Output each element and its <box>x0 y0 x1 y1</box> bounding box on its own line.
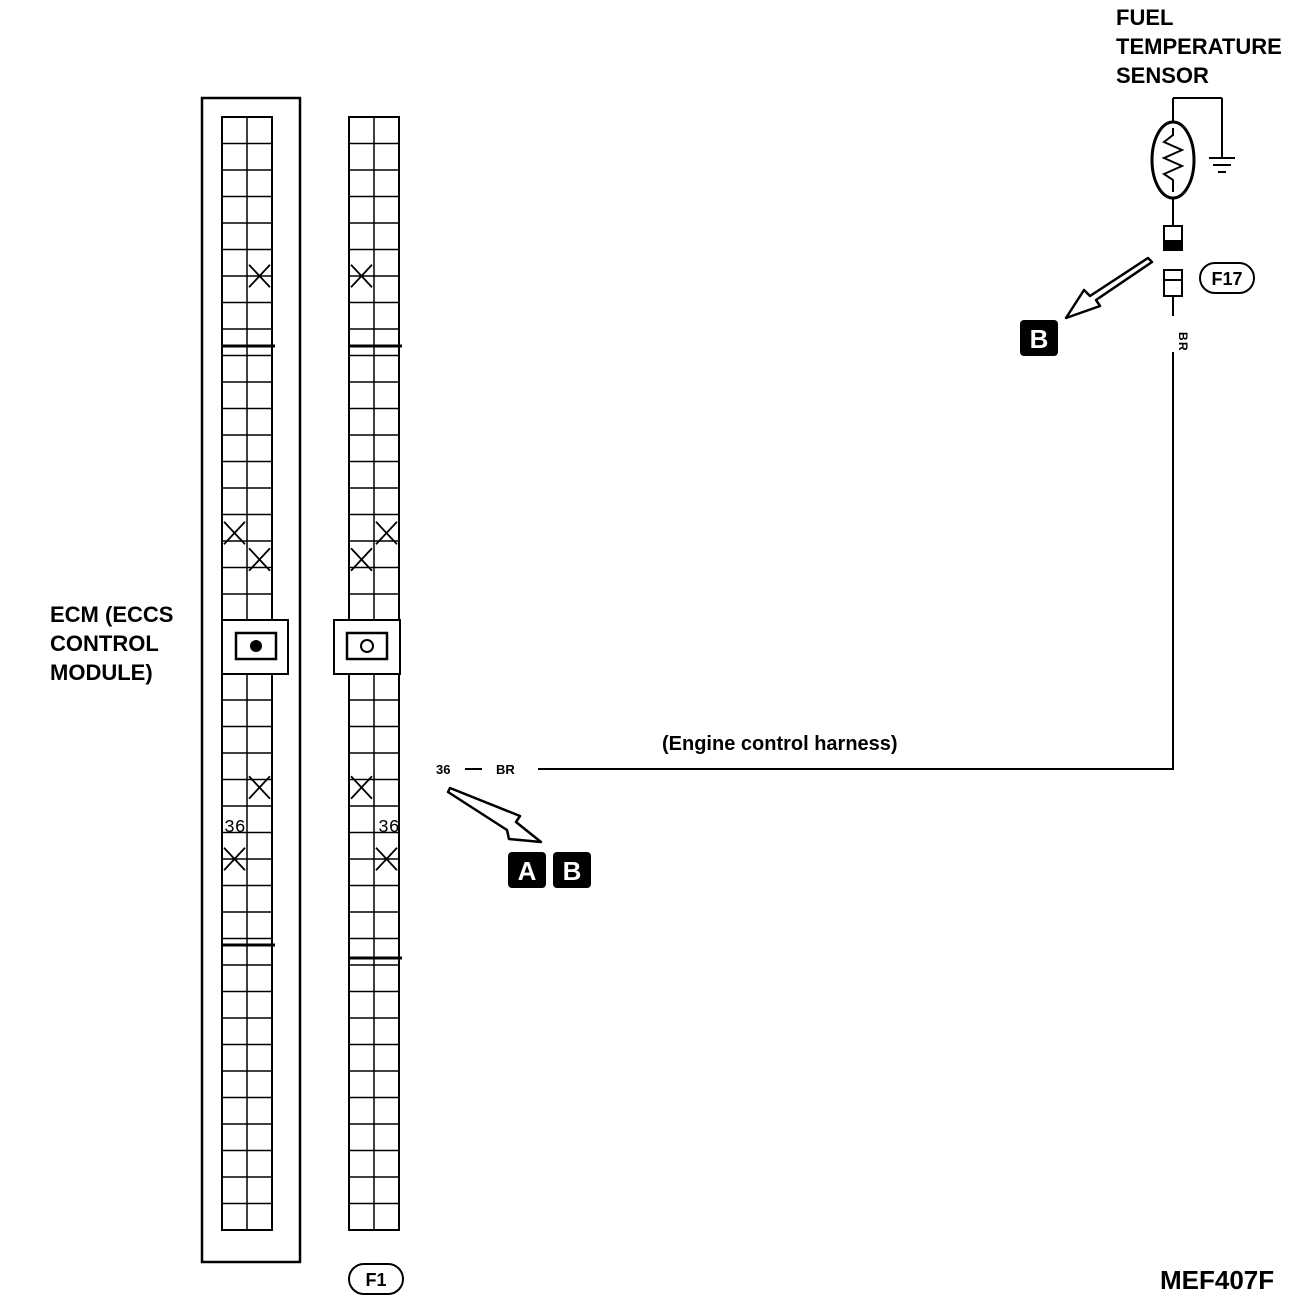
thermistor-icon <box>1150 97 1222 226</box>
ecm-label-line-1: ECM (ECCS <box>50 602 173 627</box>
ground-icon <box>1209 98 1235 173</box>
connector-lock-open-icon <box>333 619 401 675</box>
ecm-cavity-plug-icon <box>223 847 246 871</box>
sensor-connector-female <box>1163 269 1183 297</box>
f17-connector-label: F17 <box>1211 269 1242 289</box>
f1-connector-label: F1 <box>365 1270 386 1290</box>
sensor-wire-color-b: B <box>1176 332 1190 341</box>
ecm-cavity-plug-icon <box>248 264 271 288</box>
f1-pin-36-label: 36 <box>378 818 400 838</box>
ecm-pin-36-label: 36 <box>224 818 246 838</box>
f17-connector-tag: F17 <box>1199 262 1255 294</box>
f1-cavity-plug-icon <box>350 264 373 288</box>
badge-b-top: B <box>1020 320 1058 356</box>
harness-label: (Engine control harness) <box>662 733 898 755</box>
hollow-arrow-icon <box>1064 256 1154 320</box>
f1-cavity-plug-icon <box>350 547 373 572</box>
ecm-label-line-3: MODULE) <box>50 660 153 685</box>
harness-wire <box>538 352 1174 770</box>
sensor-label-line-1: FUEL <box>1116 5 1173 30</box>
sensor-label-line-2: TEMPERATURE <box>1116 34 1282 59</box>
ecm-cavity-plug-icon <box>248 775 271 800</box>
sensor-label-line-3: SENSOR <box>1116 63 1209 88</box>
hollow-arrow-icon <box>446 786 543 844</box>
badge-b-top-label: B <box>1030 324 1049 354</box>
badge-b-bottom-label: B <box>563 856 582 886</box>
connector-lock-filled-icon <box>221 619 289 675</box>
ecm-label-line-2: CONTROL <box>50 631 159 656</box>
terminal-wire-color: BR <box>496 762 515 777</box>
sensor-connector-male <box>1163 225 1183 251</box>
sensor-wire-color-r: R <box>1176 342 1190 351</box>
ecm-cavity-plug-icon <box>248 547 271 572</box>
badge-a-label: A <box>518 856 537 886</box>
figure-code: MEF407F <box>1160 1265 1274 1295</box>
f1-cavity-plug-icon <box>375 521 398 545</box>
ecm-module-frame <box>200 96 302 1264</box>
f1-cavity-plug-icon <box>375 847 398 871</box>
badge-a: A <box>508 852 546 888</box>
terminal-number: 36 <box>436 762 450 777</box>
badge-b-bottom: B <box>553 852 591 888</box>
f1-cavity-plug-icon <box>350 775 373 800</box>
f1-connector-tag: F1 <box>348 1263 404 1295</box>
ecm-cavity-plug-icon <box>223 521 246 545</box>
